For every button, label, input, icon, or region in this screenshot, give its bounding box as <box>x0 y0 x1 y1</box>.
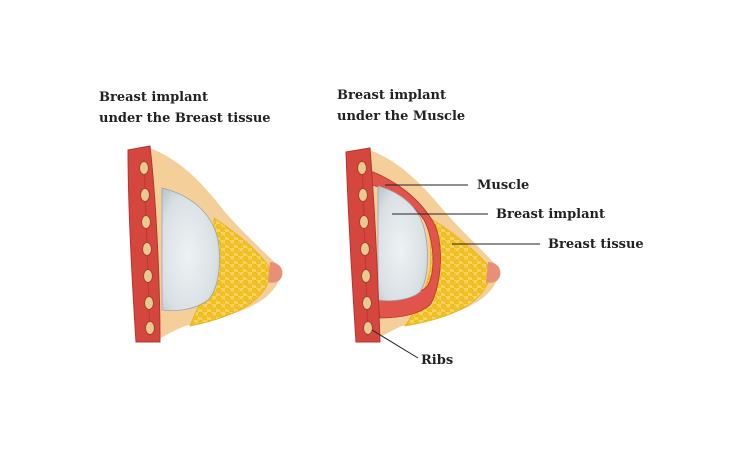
title-line: Breast implant <box>99 90 208 105</box>
pectoral-muscle <box>367 169 441 319</box>
rib <box>358 188 368 202</box>
rib <box>140 188 150 202</box>
title-line: under the Breast tissue <box>99 111 271 126</box>
diagram-title-implant-under-muscle: Breast implant under the Muscle <box>337 85 465 127</box>
diagram-title-implant-under-breast-tissue: Breast implant under the Breast tissue <box>99 87 271 129</box>
breast-implant-label: Breast implant <box>496 207 605 222</box>
ribs-leader-line <box>371 329 419 359</box>
diagram-implant-under-muscle: Muscle Breast implant Breast tissue Ribs <box>345 147 644 368</box>
rib <box>142 242 152 256</box>
ribs <box>139 161 155 335</box>
nipple <box>268 262 283 283</box>
ribs-label: Ribs <box>421 353 453 368</box>
rib <box>144 296 154 310</box>
rib <box>361 269 371 283</box>
rib <box>360 242 370 256</box>
rib <box>357 161 367 175</box>
rib <box>145 321 155 335</box>
title-line: under the Muscle <box>337 109 466 124</box>
rib <box>139 161 149 175</box>
rib <box>143 269 153 283</box>
rib <box>363 321 373 335</box>
breast-tissue-label: Breast tissue <box>548 237 644 252</box>
breast-implant <box>161 187 220 312</box>
nipple <box>486 262 501 283</box>
muscle-label: Muscle <box>477 178 529 193</box>
rib <box>362 296 372 310</box>
diagram-implant-under-breast-tissue <box>127 145 283 343</box>
rib <box>359 215 369 229</box>
breast-implant <box>377 185 428 302</box>
rib <box>141 215 151 229</box>
ribs <box>357 161 373 335</box>
title-line: Breast implant <box>337 88 446 103</box>
